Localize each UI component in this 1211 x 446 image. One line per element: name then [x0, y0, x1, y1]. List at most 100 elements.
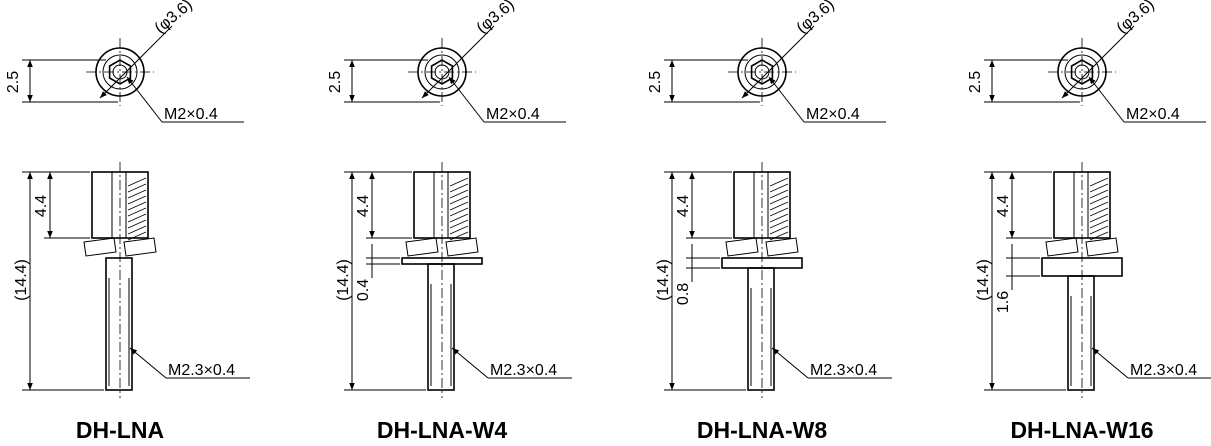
- thread-leader: [768, 76, 805, 123]
- spring-washer-left: [83, 237, 117, 257]
- hatch-line: [1089, 213, 1109, 223]
- hatch-line: [127, 219, 147, 229]
- thread-shaft: [427, 263, 455, 391]
- hatch-line: [449, 219, 469, 229]
- model-title: DH-LNA-W4: [377, 417, 508, 443]
- m23-label: M2.3×0.4: [810, 362, 877, 379]
- hatch-line: [127, 225, 147, 235]
- hatch-line: [449, 183, 469, 193]
- dim-total-label: (14.4): [335, 259, 352, 301]
- diameter-leader-ext: [157, 25, 173, 41]
- thread-label: M2×0.4: [806, 106, 860, 123]
- model-title: DH-LNA: [76, 417, 164, 443]
- head-section: [1087, 171, 1111, 239]
- hatch-line: [127, 183, 147, 193]
- m23-label: M2.3×0.4: [1130, 362, 1197, 379]
- thread-shaft: [105, 257, 133, 391]
- hatch-line: [1089, 201, 1109, 211]
- diameter-label: (φ3.6): [1114, 0, 1158, 37]
- top-view: 2.5 (φ3.6) M2×0.4: [5, 0, 244, 123]
- dim-head-label: 4.4: [33, 195, 50, 217]
- dim-washer-label: 0.4: [355, 279, 372, 301]
- spring-washer-right: [765, 237, 799, 257]
- hatch-line: [449, 189, 469, 199]
- hatch-line: [1089, 177, 1109, 187]
- dim-2.5: 2.5: [647, 71, 664, 93]
- model-title: DH-LNA-W8: [697, 417, 828, 443]
- hatch-line: [127, 231, 147, 241]
- hatch-line: [1089, 189, 1109, 199]
- hatch-line: [1089, 183, 1109, 193]
- hatch-line: [769, 189, 789, 199]
- hatch-line: [127, 177, 147, 187]
- hatch-line: [449, 177, 469, 187]
- head-section: [125, 171, 149, 239]
- side-view: (14.4) 4.4M2.3×0.4: [13, 162, 250, 398]
- hatch-line: [769, 231, 789, 241]
- hatch-line: [769, 207, 789, 217]
- diameter-leader: [421, 39, 481, 99]
- hatch-line: [449, 207, 469, 217]
- hatch-line: [769, 183, 789, 193]
- thread-leader: [126, 76, 163, 123]
- panel-2: 2.5 (φ3.6) M2×0.4 (14.4) 4.4 0.4M2.3×0.4DH-LN…: [327, 0, 572, 443]
- spring-washer-left: [725, 237, 759, 257]
- diameter-label: (φ3.6): [152, 0, 196, 37]
- dim-washer-label: 0.8: [675, 283, 692, 305]
- m23-label: M2.3×0.4: [168, 362, 235, 379]
- side-view: (14.4)4.40.8M2.3×0.4: [655, 162, 892, 398]
- diameter-label: (φ3.6): [794, 0, 838, 37]
- hatch-line: [127, 201, 147, 211]
- m23-label: M2.3×0.4: [490, 362, 557, 379]
- hatch-line: [769, 213, 789, 223]
- m23-leader: [129, 347, 167, 379]
- hatch-line: [127, 189, 147, 199]
- diameter-leader-ext: [479, 25, 495, 41]
- dim-head-label: 4.4: [355, 195, 372, 217]
- panel-1: 2.5 (φ3.6) M2×0.4 (14.4) 4.4M2.3×0.4DH-LNA: [5, 0, 250, 443]
- spring-washer-right: [445, 237, 479, 257]
- hatch-line: [1089, 195, 1109, 205]
- thread-label: M2×0.4: [486, 106, 540, 123]
- hatch-line: [769, 195, 789, 205]
- panel-3: 2.5(φ3.6)M2×0.4(14.4)4.40.8M2.3×0.4DH-LN…: [647, 0, 892, 443]
- dim-2.5: 2.5: [5, 71, 22, 93]
- hatch-line: [1089, 225, 1109, 235]
- hatch-line: [127, 195, 147, 205]
- hatch-line: [449, 195, 469, 205]
- dim-total-label: (14.4): [975, 259, 992, 301]
- top-view: 2.5 (φ3.6) M2×0.4: [647, 0, 886, 123]
- spring-washer-right: [123, 237, 157, 257]
- thread-label: M2×0.4: [164, 106, 218, 123]
- head-section: [767, 171, 791, 239]
- diameter-leader: [1061, 39, 1121, 99]
- side-view: (14.4) 4.4 0.4M2.3×0.4: [335, 162, 572, 398]
- hatch-line: [449, 213, 469, 223]
- dim-washer-label: 1.6: [995, 291, 1012, 313]
- top-view: 2.5 (φ3.6) M2×0.4: [327, 0, 566, 123]
- diameter-label: (φ3.6): [474, 0, 518, 37]
- side-view: (14.4)4.41.6M2.3×0.4: [975, 162, 1211, 398]
- spring-washer-left: [405, 237, 439, 257]
- hatch-line: [769, 201, 789, 211]
- dim-total-label: (14.4): [13, 259, 30, 301]
- thread-leader: [1088, 76, 1125, 123]
- diameter-leader-ext: [1119, 25, 1135, 41]
- hatch-line: [1089, 231, 1109, 241]
- hatch-line: [449, 201, 469, 211]
- hatch-line: [1089, 207, 1109, 217]
- spring-washer-right: [1085, 237, 1119, 257]
- hatch-line: [127, 213, 147, 223]
- hatch-line: [769, 177, 789, 187]
- dim-2.5: 2.5: [967, 71, 984, 93]
- spring-washer-left: [1045, 237, 1079, 257]
- hatch-line: [449, 225, 469, 235]
- hatch-line: [769, 219, 789, 229]
- diameter-leader: [741, 39, 801, 99]
- head-section: [447, 171, 471, 239]
- m23-leader: [771, 347, 809, 379]
- thread-shaft: [747, 267, 775, 391]
- m23-leader: [451, 347, 489, 379]
- dim-2.5: 2.5: [327, 71, 344, 93]
